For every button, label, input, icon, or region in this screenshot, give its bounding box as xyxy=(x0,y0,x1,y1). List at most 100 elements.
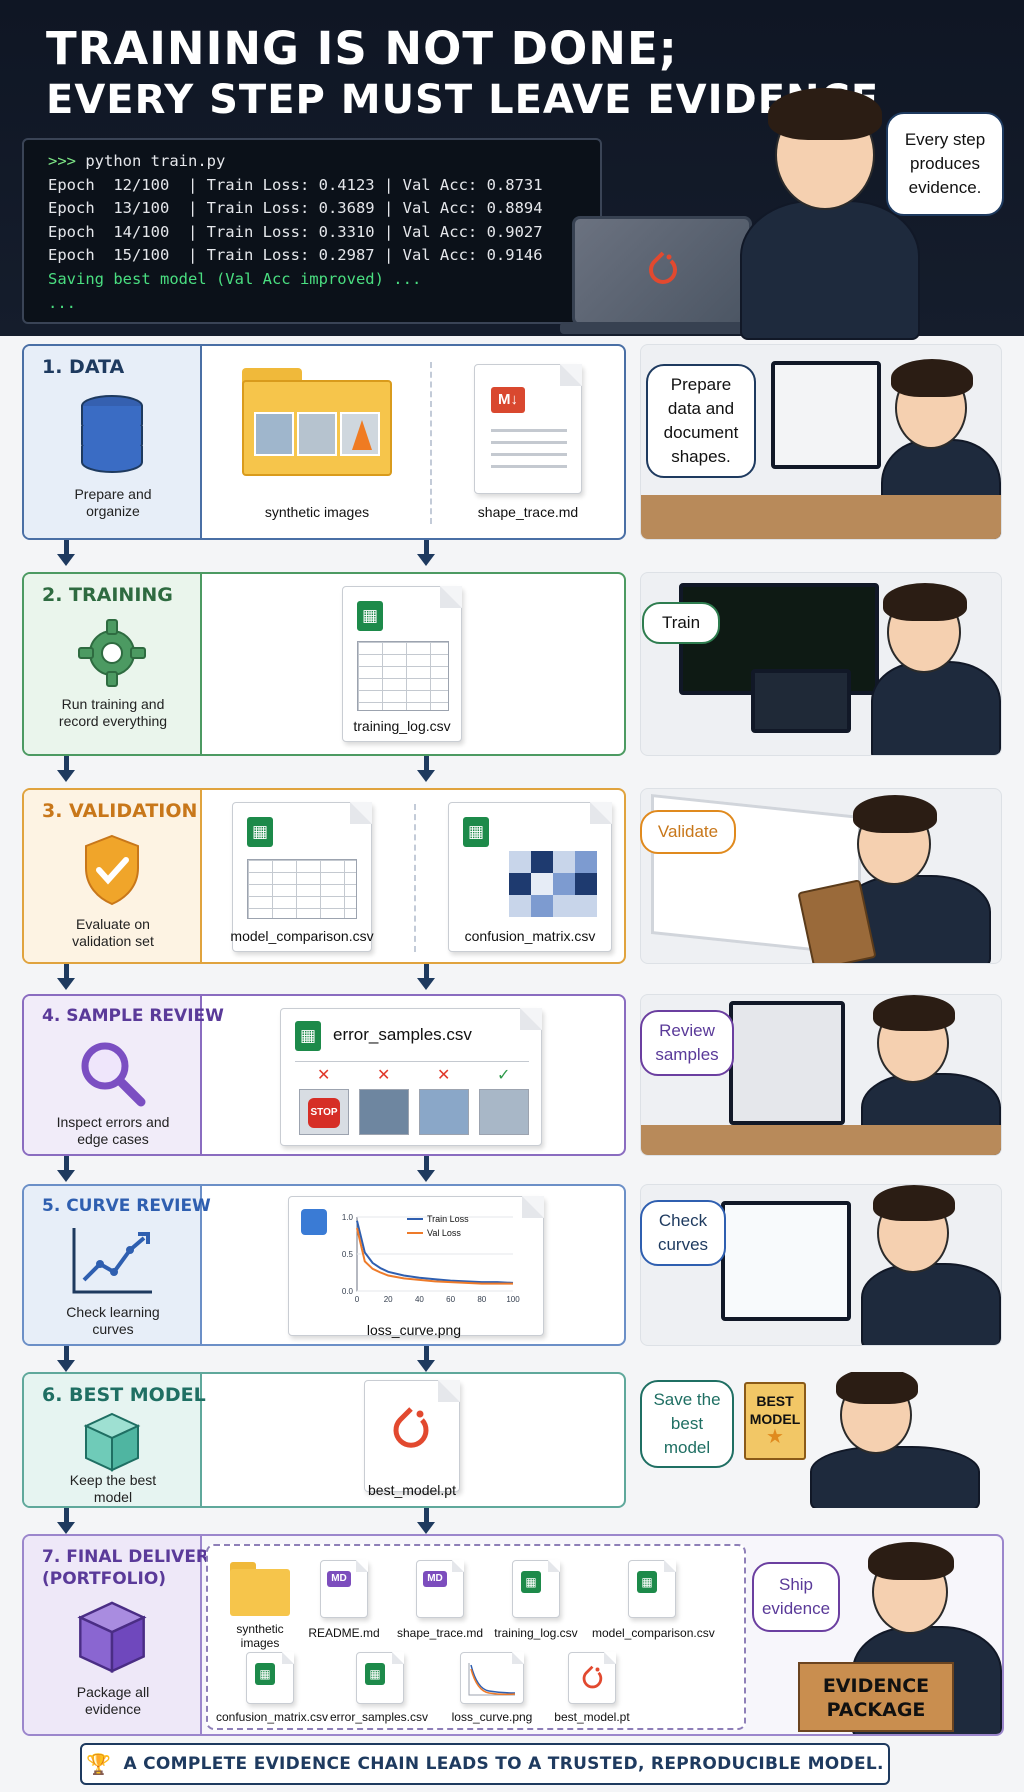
star-icon: ★ xyxy=(766,1426,784,1448)
step-data: 1. DATA Prepare and organize synthetic i… xyxy=(22,344,626,540)
file-label: synthetic images xyxy=(236,1622,284,1650)
file-loss-curve-small xyxy=(460,1652,524,1704)
title-line-2: EVERY STEP MUST LEAVE EVIDENCE xyxy=(46,77,880,123)
file-label: model_comparison.csv xyxy=(592,1626,715,1640)
file-error-samples-small: ▦ xyxy=(356,1652,404,1704)
step-label-curve-review: 5. CURVE REVIEW Check learning curves xyxy=(24,1186,211,1344)
file-best-model xyxy=(364,1380,460,1492)
sample-thumb-car xyxy=(419,1089,469,1135)
best-model-sign: BEST MODEL ★ xyxy=(744,1382,806,1460)
speech-bubble-training: Train xyxy=(642,602,720,644)
step-training: 2. TRAINING Run training and record ever… xyxy=(22,572,626,756)
markdown-icon: MD xyxy=(423,1571,447,1587)
file-label: training_log.csv xyxy=(353,718,451,734)
mini-chart-icon xyxy=(468,1663,516,1696)
terminal-line: Epoch 13/100 | Train Loss: 0.3689 | Val … xyxy=(48,199,543,218)
stop-sign: STOP xyxy=(308,1098,340,1128)
spreadsheet-icon: ▦ xyxy=(247,817,273,847)
spreadsheet-icon: ▦ xyxy=(463,817,489,847)
car-image-thumb xyxy=(254,412,294,456)
step-title: 6. BEST MODEL xyxy=(42,1384,206,1406)
step-title: 5. CURVE REVIEW xyxy=(42,1196,211,1216)
file-label: training_log.csv xyxy=(494,1626,578,1640)
shield-check-icon xyxy=(85,834,139,906)
step-sample-review: 4. SAMPLE REVIEW Inspect errors and edge… xyxy=(22,994,626,1156)
file-confusion-matrix-small: ▦ xyxy=(246,1652,294,1704)
file-best-model-small xyxy=(568,1652,616,1704)
speech-bubble-data: Prepare data and document shapes. xyxy=(646,364,756,478)
chart-legend-label: Train Loss xyxy=(427,1214,469,1224)
database-icon xyxy=(81,395,143,473)
step-title: 1. DATA xyxy=(42,356,125,378)
chart-legend-label: Val Loss xyxy=(427,1228,461,1238)
file-training-log-small: ▦ xyxy=(512,1560,560,1618)
file-label: confusion_matrix.csv xyxy=(464,928,596,944)
pytorch-icon xyxy=(393,1407,429,1448)
chart-xtick-label: 100 xyxy=(506,1295,520,1304)
terminal-window: >>> python train.py Epoch 12/100 | Train… xyxy=(22,138,602,324)
step-label-delivery: 7. FINAL DELIVERY (PORTFOLIO) Package al… xyxy=(24,1536,220,1734)
speech-bubble-curve-review: Check curves xyxy=(640,1200,726,1266)
step-delivery: 7. FINAL DELIVERY (PORTFOLIO) Package al… xyxy=(22,1534,1004,1736)
scene-training xyxy=(640,572,1002,756)
file-shape-trace: M↓ xyxy=(474,364,582,494)
person-illustration xyxy=(720,80,940,340)
step-title: 2. TRAINING xyxy=(42,584,173,606)
speech-bubble-header: Every step produces evidence. xyxy=(886,112,1004,216)
step-desc: Prepare and organize xyxy=(74,486,152,519)
file-label: shape_trace.md xyxy=(477,504,579,520)
speech-bubble-delivery: Ship evidence xyxy=(752,1562,840,1632)
terminal-line: Epoch 12/100 | Train Loss: 0.4123 | Val … xyxy=(48,175,543,194)
step-desc: Evaluate on validation set xyxy=(72,916,154,949)
step-title: 4. SAMPLE REVIEW xyxy=(42,1006,224,1026)
evidence-package-box: EVIDENCE PACKAGE xyxy=(798,1662,954,1732)
file-label: best_model.pt xyxy=(368,1482,456,1498)
step-desc: Run training and record everything xyxy=(58,696,168,729)
spreadsheet-icon: ▦ xyxy=(357,601,383,631)
confusion-matrix-icon xyxy=(509,851,597,917)
folder-icon xyxy=(230,1562,290,1616)
step-desc: Check learning curves xyxy=(66,1304,160,1337)
terminal-prompt: >>> python train.py xyxy=(48,150,576,174)
chart-xtick-label: 20 xyxy=(384,1295,393,1304)
step-best-model: 6. BEST MODEL Keep the best model best_m… xyxy=(22,1372,626,1508)
terminal-command: python train.py xyxy=(76,152,226,170)
chart-ytick-label: 0.5 xyxy=(342,1250,354,1259)
header: TRAINING IS NOT DONE; EVERY STEP MUST LE… xyxy=(0,0,1024,340)
speech-bubble-sample-review: Review samples xyxy=(640,1010,734,1076)
speech-bubble-best-model: Save the best model xyxy=(640,1380,734,1468)
file-shape-trace-small: MD xyxy=(416,1560,464,1618)
step-desc: Keep the best model xyxy=(69,1472,157,1505)
pytorch-icon xyxy=(582,1665,603,1689)
package-cube-icon xyxy=(77,1601,147,1674)
folder-icon xyxy=(242,368,392,476)
step-label-data: 1. DATA Prepare and organize xyxy=(24,346,202,538)
file-training-log: ▦ xyxy=(342,586,462,742)
file-label: error_samples.csv xyxy=(329,1710,429,1724)
footer-text: A COMPLETE EVIDENCE CHAIN LEADS TO A TRU… xyxy=(123,1754,884,1774)
file-label: README.md xyxy=(308,1626,380,1640)
file-label: confusion_matrix.csv xyxy=(215,1710,329,1724)
step-title: 7. FINAL DELIVERY (PORTFOLIO) xyxy=(42,1546,220,1590)
chart-xtick-label: 60 xyxy=(446,1295,455,1304)
spreadsheet-icon: ▦ xyxy=(295,1021,321,1051)
chart-series-line-2 xyxy=(356,1227,513,1285)
chart-ytick-label: 1.0 xyxy=(342,1213,354,1222)
chart-series-line-1 xyxy=(356,1220,514,1284)
step-curve-review: 5. CURVE REVIEW Check learning curves 0.… xyxy=(22,1184,626,1346)
terminal-saving-line: Saving best model (Val Acc improved) ... xyxy=(48,269,422,288)
trophy-icon: 🏆 xyxy=(86,1752,112,1776)
step-label-sample-review: 4. SAMPLE REVIEW Inspect errors and edge… xyxy=(24,996,224,1154)
error-mark: ✕ xyxy=(377,1067,391,1084)
file-label: shape_trace.md xyxy=(396,1626,484,1640)
image-file-icon xyxy=(301,1209,327,1235)
portfolio-box: synthetic images MD README.md MD shape_t… xyxy=(206,1544,746,1730)
file-title: error_samples.csv xyxy=(333,1025,472,1044)
terminal-ellipsis: ... xyxy=(48,293,76,312)
file-model-comparison: ▦ xyxy=(232,802,372,952)
correct-mark: ✓ xyxy=(497,1067,511,1084)
sample-thumb-car xyxy=(359,1089,409,1135)
file-label: synthetic images xyxy=(264,504,370,520)
